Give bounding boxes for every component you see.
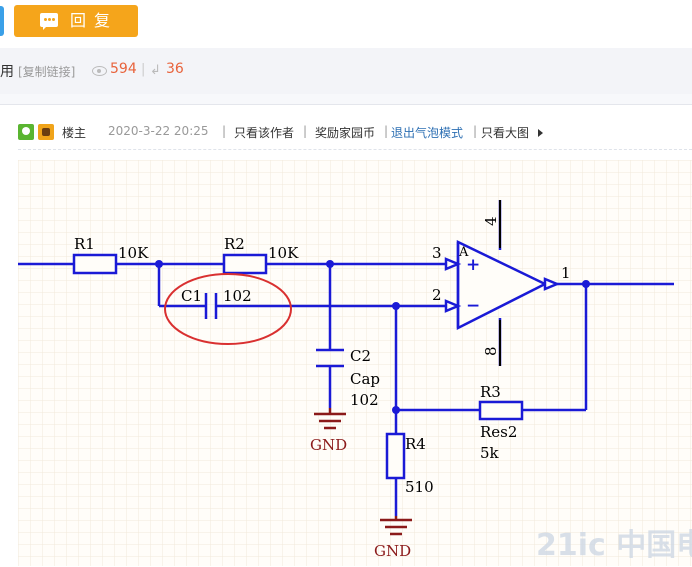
pin2-label: 2 bbox=[432, 286, 442, 304]
gnd-label: GND bbox=[374, 542, 411, 560]
r2-label: R2 bbox=[224, 235, 245, 253]
thread-stats-bar: 用 [复制链接] 594 | ↲ 36 bbox=[0, 48, 692, 94]
r1-label: R1 bbox=[74, 235, 95, 253]
reply-button-label: 回复 bbox=[70, 11, 119, 30]
owner-badge-icon bbox=[38, 124, 54, 140]
reply-arrow-icon: ↲ bbox=[150, 63, 161, 78]
meta-separator: | bbox=[384, 124, 389, 138]
top-bar: 回复 bbox=[0, 0, 692, 48]
reply-button[interactable]: 回复 bbox=[14, 5, 138, 37]
junction-dot bbox=[392, 406, 400, 414]
opamp-designator: A bbox=[458, 245, 469, 260]
role-label: 楼主 bbox=[62, 126, 87, 140]
c2-type: Cap bbox=[350, 370, 380, 388]
pin3-label: 3 bbox=[432, 244, 442, 262]
junction-dot bbox=[582, 280, 590, 288]
junction-dot bbox=[392, 302, 400, 310]
c1-label: C1 bbox=[181, 287, 202, 305]
pin8-label: 8 bbox=[482, 346, 500, 356]
watermark: 21ic 中国电子网 bbox=[536, 528, 692, 563]
exit-bubble-mode-link[interactable]: 退出气泡模式 bbox=[391, 126, 464, 140]
c2-label: C2 bbox=[350, 347, 371, 365]
r3-value: 5k bbox=[480, 444, 500, 462]
triangle-right-icon bbox=[538, 129, 543, 137]
resistor-r4 bbox=[385, 432, 406, 480]
pin1-label: 1 bbox=[561, 264, 571, 282]
r2-value: 10K bbox=[268, 244, 299, 262]
r3-type: Res2 bbox=[480, 423, 517, 441]
ground-symbols bbox=[314, 408, 412, 536]
c1-value: 102 bbox=[223, 287, 252, 305]
meta-separator: | bbox=[222, 124, 227, 138]
r4-label: R4 bbox=[405, 435, 426, 453]
inverting-symbol: − bbox=[466, 296, 480, 316]
noninverting-symbol: + bbox=[466, 255, 480, 275]
eye-icon bbox=[92, 66, 107, 76]
copy-link[interactable]: [复制链接] bbox=[18, 65, 76, 79]
r1-value: 10K bbox=[118, 244, 149, 262]
thread-title-fragment: 用 bbox=[0, 64, 14, 80]
junction-dot bbox=[326, 260, 334, 268]
schematic-grid bbox=[18, 160, 692, 566]
pin-arrow bbox=[543, 277, 561, 291]
r4-value: 510 bbox=[405, 478, 434, 496]
pin-arrow bbox=[444, 299, 462, 313]
highlight-circle bbox=[164, 273, 292, 345]
user-avatar-icon bbox=[18, 124, 34, 140]
post-timestamp: 2020-3-22 20:25 bbox=[108, 124, 209, 138]
view-large-image-link[interactable]: 只看大图 bbox=[481, 126, 530, 140]
r3-label: R3 bbox=[480, 383, 501, 401]
meta-separator: | bbox=[473, 124, 478, 138]
components bbox=[72, 240, 561, 480]
view-count: 594 bbox=[110, 61, 137, 77]
chat-bubble-icon bbox=[40, 13, 58, 30]
stats-separator: | bbox=[141, 62, 146, 77]
only-author-link[interactable]: 只看该作者 bbox=[234, 126, 295, 140]
meta-divider bbox=[18, 149, 692, 150]
junction-dot bbox=[155, 260, 163, 268]
meta-separator: | bbox=[303, 124, 308, 138]
schematic-image: R1 10K R2 10K C1 102 C2 Cap 102 R3 Res2 … bbox=[18, 160, 692, 566]
c2-value: 102 bbox=[350, 391, 379, 409]
resistor-r2 bbox=[222, 253, 268, 275]
resistor-r1 bbox=[72, 253, 118, 275]
junctions bbox=[155, 260, 590, 414]
pin-arrow bbox=[444, 257, 462, 271]
pin4-label: 4 bbox=[482, 216, 500, 226]
resistor-r3 bbox=[478, 400, 524, 421]
reply-count: 36 bbox=[166, 61, 184, 77]
left-tab-edge bbox=[0, 6, 4, 36]
gnd-label: GND bbox=[310, 436, 347, 454]
reward-link[interactable]: 奖励家园币 bbox=[315, 126, 376, 140]
